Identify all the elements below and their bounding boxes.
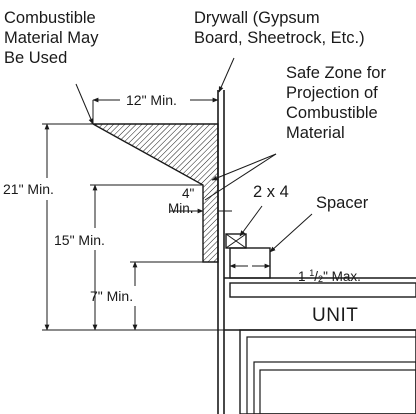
leader-safe-2 (204, 153, 277, 201)
label-spacer: Spacer (316, 194, 369, 212)
label-combustible-2: Material May (4, 29, 99, 47)
leader-safe-1 (211, 153, 277, 181)
dim-12-min: 12" Min. (126, 92, 177, 108)
label-stud: 2 x 4 (253, 183, 289, 201)
dim-21-min: 21" Min. (3, 181, 54, 197)
unit-body-2 (246, 336, 416, 414)
dim-max-den: 2 (318, 274, 324, 284)
safe-zone-hatch (90, 123, 219, 263)
unit-body-1 (239, 329, 416, 414)
label-drywall-1: Drywall (Gypsum (194, 9, 320, 27)
label-safe-1: Safe Zone for (286, 64, 386, 82)
label-safe-4: Material (286, 124, 345, 142)
dim-4-min-value: 4" (182, 186, 195, 201)
dim-7-min: 7" Min. (90, 288, 134, 304)
leader-spacer (269, 213, 313, 253)
label-safe-2: Projection of (286, 84, 378, 102)
dim-max-spacing: 1 1/2" Max. (298, 268, 361, 284)
dim-max-num: 1 (309, 268, 315, 278)
leader-drywall (218, 57, 235, 93)
leader-stud (239, 205, 263, 237)
label-unit: UNIT (312, 305, 359, 326)
dim-max-tail: " Max. (323, 269, 361, 284)
label-drywall-2: Board, Sheetrock, Etc.) (194, 29, 365, 47)
dim-15-min: 15" Min. (54, 232, 105, 248)
label-combustible-3: Be Used (4, 49, 68, 67)
label-combustible-1: Combustible (4, 9, 96, 27)
dim-max-whole: 1 (298, 269, 310, 284)
leader-combustible (75, 83, 94, 125)
unit-body-3 (253, 361, 416, 414)
unit-body-4 (259, 369, 416, 414)
dim-4-min-label: Min. (168, 201, 194, 216)
unit-top-plate (229, 282, 416, 298)
spacer (229, 247, 271, 279)
label-safe-3: Combustible (286, 104, 378, 122)
